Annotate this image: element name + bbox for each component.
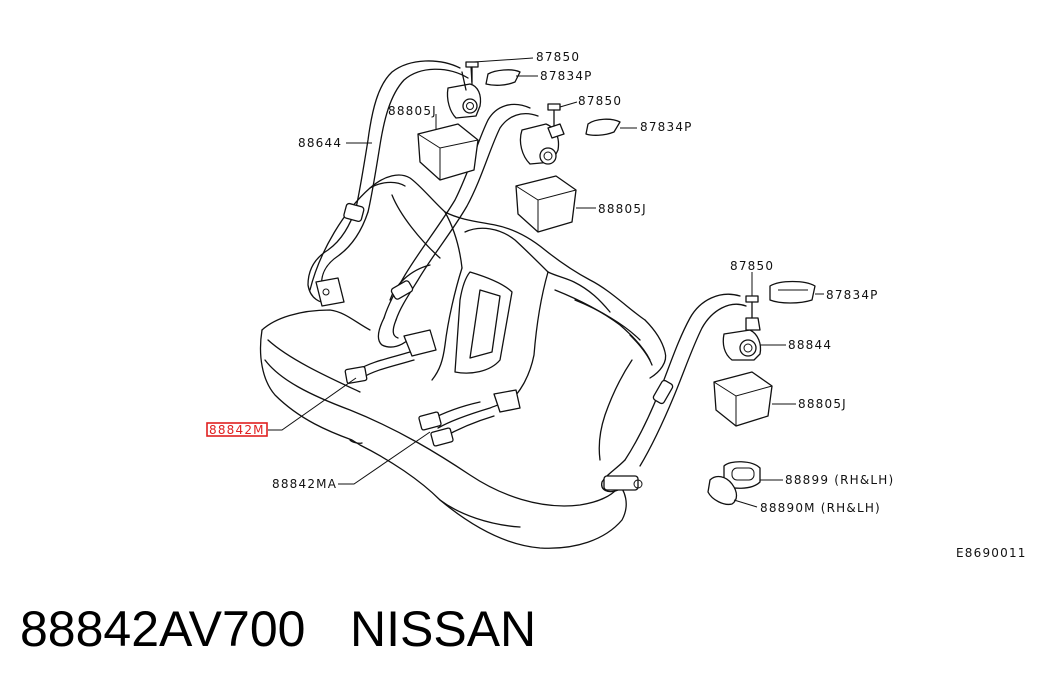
label-88890m[interactable]: 88890M (RH&LH) <box>760 501 881 515</box>
part-labels: 87850 87834P 87850 88805J 87834P 88644 8… <box>206 50 1027 560</box>
buckle-parts <box>344 329 521 447</box>
diagram-code: E8690011 <box>956 546 1027 560</box>
caption: 88842AV700 NISSAN <box>20 601 536 657</box>
label-88842m-highlighted[interactable]: 88842M <box>209 423 265 437</box>
label-88805j-b[interactable]: 88805J <box>598 202 647 216</box>
caption-part-number: 88842AV700 <box>20 601 305 657</box>
left-seat-belt-assembly <box>307 60 521 307</box>
small-parts-88899-88890m <box>707 461 761 506</box>
label-87834p-a[interactable]: 87834P <box>540 69 593 83</box>
label-88899[interactable]: 88899 (RH&LH) <box>785 473 894 487</box>
label-87850-b[interactable]: 87850 <box>578 94 622 108</box>
belt-boot-parts <box>417 123 773 427</box>
label-88844[interactable]: 88844 <box>788 338 832 352</box>
label-87834p-b[interactable]: 87834P <box>640 120 693 134</box>
label-88842ma[interactable]: 88842MA <box>272 477 337 491</box>
label-88805j-a[interactable]: 88805J <box>388 104 437 118</box>
label-87834p-c[interactable]: 87834P <box>826 288 879 302</box>
rear-seat-illustration <box>259 174 667 549</box>
leader-lines <box>268 57 824 508</box>
label-88805j-c[interactable]: 88805J <box>798 397 847 411</box>
label-87850-a[interactable]: 87850 <box>536 50 580 64</box>
center-seat-belt-assembly <box>377 103 621 348</box>
right-seat-belt-assembly <box>601 280 816 493</box>
label-88644[interactable]: 88644 <box>298 136 342 150</box>
highlight-box <box>206 422 268 437</box>
caption-brand: NISSAN <box>350 601 536 657</box>
label-87850-c[interactable]: 87850 <box>730 259 774 273</box>
